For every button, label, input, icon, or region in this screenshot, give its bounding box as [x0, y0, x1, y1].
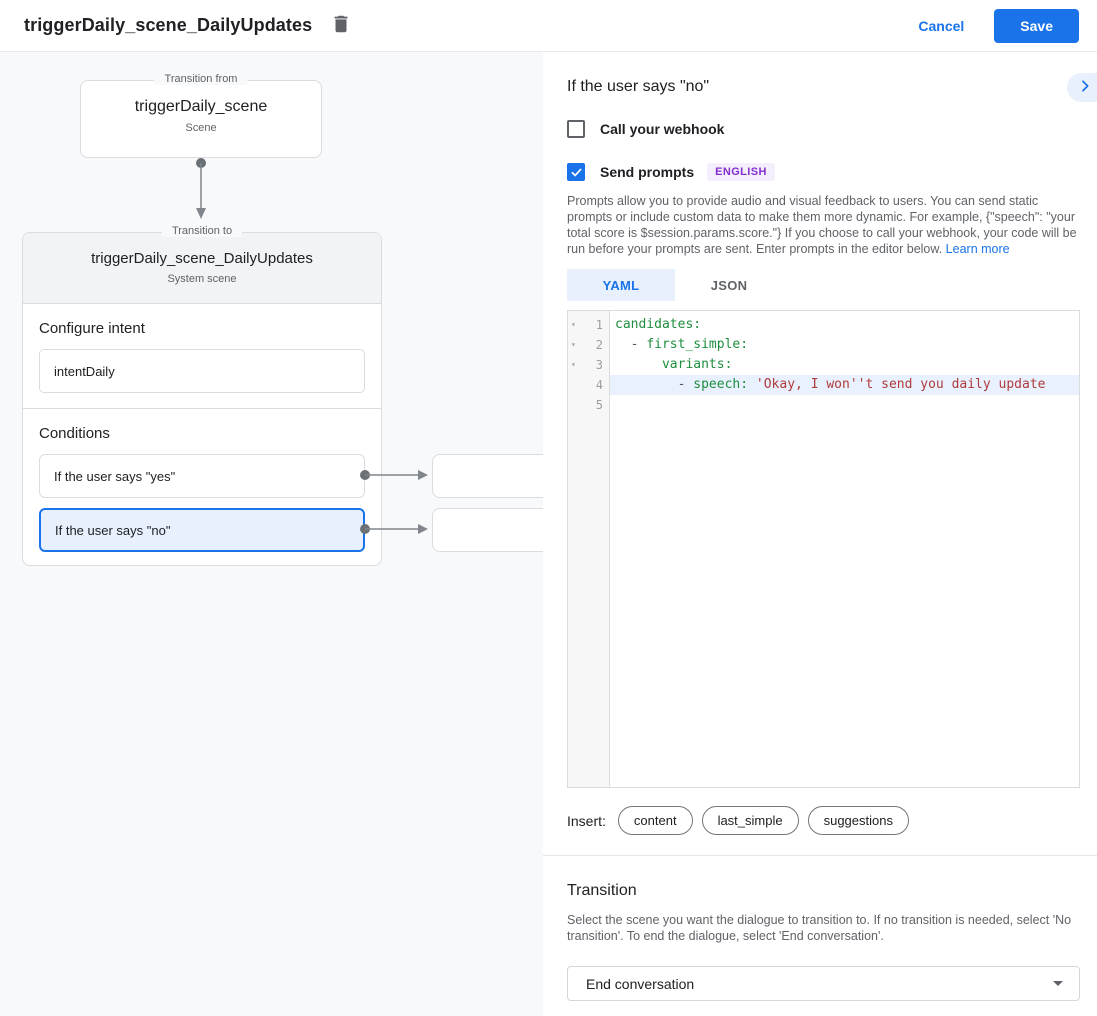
- code-text[interactable]: variants:: [661, 357, 733, 372]
- insert-label: Insert:: [567, 812, 606, 829]
- delete-scene-button[interactable]: [330, 13, 352, 38]
- scene-card-header: triggerDaily_scene_DailyUpdates System s…: [23, 233, 381, 304]
- collapse-panel-button[interactable]: [1067, 73, 1097, 102]
- code-line: 5: [568, 395, 1079, 415]
- line-number: 2: [595, 338, 603, 352]
- insert-chip-last_simple[interactable]: last_simple: [701, 806, 799, 835]
- line-number: 1: [595, 318, 603, 332]
- trash-icon: [330, 13, 352, 38]
- line-gutter: 5: [568, 395, 610, 415]
- code-text[interactable]: - speech: 'Okay, I won''t send you daily…: [610, 375, 1079, 395]
- from-scene-title: triggerDaily_scene: [134, 98, 268, 115]
- condition-item[interactable]: If the user says "no": [39, 508, 365, 552]
- chevron-right-icon: [1077, 78, 1093, 97]
- code-text[interactable]: [610, 395, 1079, 415]
- transition-from-node[interactable]: Transition from triggerDaily_scene Scene: [80, 73, 322, 158]
- language-badge: ENGLISH: [707, 163, 775, 181]
- conditions-label: Conditions: [39, 425, 110, 442]
- transition-selected-value: End conversation: [586, 975, 695, 992]
- insert-chip-content[interactable]: content: [617, 806, 693, 835]
- insert-row: Insert: content last_simple suggestions: [567, 806, 1080, 835]
- condition-item[interactable]: If the user says "yes": [39, 454, 365, 498]
- transition-select[interactable]: End conversation: [567, 966, 1080, 1001]
- webhook-checkbox[interactable]: [567, 120, 585, 138]
- condition-yes-target-node[interactable]: [432, 454, 543, 498]
- flow-arrow-down: [196, 158, 206, 219]
- to-scene-title: triggerDaily_scene_DailyUpdates: [91, 250, 313, 267]
- dropdown-caret-icon: [1053, 981, 1063, 986]
- insert-chip-suggestions[interactable]: suggestions: [807, 806, 909, 835]
- intent-item[interactable]: intentDaily: [39, 349, 365, 393]
- code-line: ▾3 variants:: [568, 355, 1079, 375]
- learn-more-link[interactable]: Learn more: [945, 242, 1010, 256]
- transition-from-legend: Transition from: [154, 73, 248, 85]
- condition-yes-arrow: [360, 470, 428, 480]
- code-text[interactable]: candidates:: [615, 317, 702, 332]
- tab-json[interactable]: JSON: [675, 269, 783, 301]
- line-gutter: ▾2: [568, 335, 610, 355]
- intent-name: intentDaily: [54, 363, 115, 379]
- line-number: 5: [595, 398, 603, 412]
- section-divider: [543, 855, 1097, 856]
- conditions-list: If the user says "yes" If the user says "…: [39, 454, 365, 552]
- editor-format-tabs: YAML JSON: [567, 269, 1080, 301]
- conditions-section: Conditions If the user says "yes"If the …: [23, 408, 381, 567]
- top-bar: triggerDaily_scene_DailyUpdates Cancel S…: [0, 0, 1097, 52]
- line-gutter: 4: [568, 375, 610, 395]
- editor-gutter: [568, 311, 610, 787]
- condition-no-arrow: [360, 524, 428, 534]
- transition-to-legend: Transition to: [161, 225, 243, 237]
- code-line: ▾2 - first_simple:: [568, 335, 1079, 355]
- prompts-description-text: Prompts allow you to provide audio and v…: [567, 194, 1077, 256]
- prompts-description: Prompts allow you to provide audio and v…: [567, 193, 1080, 257]
- insert-chip-list: content last_simple suggestions: [617, 806, 909, 835]
- condition-no-target-node[interactable]: [432, 508, 543, 552]
- check-icon: [570, 166, 583, 179]
- transition-title: Transition: [567, 882, 637, 899]
- fold-arrow-icon[interactable]: ▾: [571, 360, 576, 369]
- tab-yaml[interactable]: YAML: [567, 269, 675, 301]
- line-gutter: ▾1: [568, 315, 610, 335]
- code-line: 4 - speech: 'Okay, I won''t send you dai…: [568, 375, 1079, 395]
- save-button[interactable]: Save: [994, 8, 1079, 43]
- configure-intent-section: Configure intent intentDaily: [23, 304, 381, 408]
- transition-to-card: Transition to triggerDaily_scene_DailyUp…: [22, 225, 382, 567]
- cancel-button[interactable]: Cancel: [918, 17, 965, 34]
- to-scene-subtitle: System scene: [167, 273, 237, 285]
- from-scene-subtitle: Scene: [185, 122, 217, 134]
- configure-intent-label: Configure intent: [39, 320, 145, 337]
- send-prompts-checkbox[interactable]: [567, 163, 585, 181]
- page-title: triggerDaily_scene_DailyUpdates: [24, 15, 313, 35]
- condition-detail-title: If the user says "no": [567, 78, 710, 95]
- condition-label: If the user says "yes": [54, 468, 176, 484]
- fold-arrow-icon[interactable]: ▾: [571, 340, 576, 349]
- condition-detail-panel: If the user says "no" Call your webhook …: [543, 52, 1097, 1016]
- transition-description: Select the scene you want the dialogue t…: [567, 913, 1072, 943]
- line-number: 4: [595, 378, 603, 392]
- fold-arrow-icon[interactable]: ▾: [571, 320, 576, 329]
- condition-label: If the user says "no": [55, 522, 171, 538]
- webhook-label: Call your webhook: [600, 121, 725, 137]
- scene-diagram-panel: Transition from triggerDaily_scene Scene…: [0, 52, 543, 1016]
- code-text[interactable]: - first_simple:: [615, 337, 749, 352]
- line-number: 3: [595, 358, 603, 372]
- line-gutter: ▾3: [568, 355, 610, 375]
- send-prompts-label: Send prompts: [600, 164, 695, 180]
